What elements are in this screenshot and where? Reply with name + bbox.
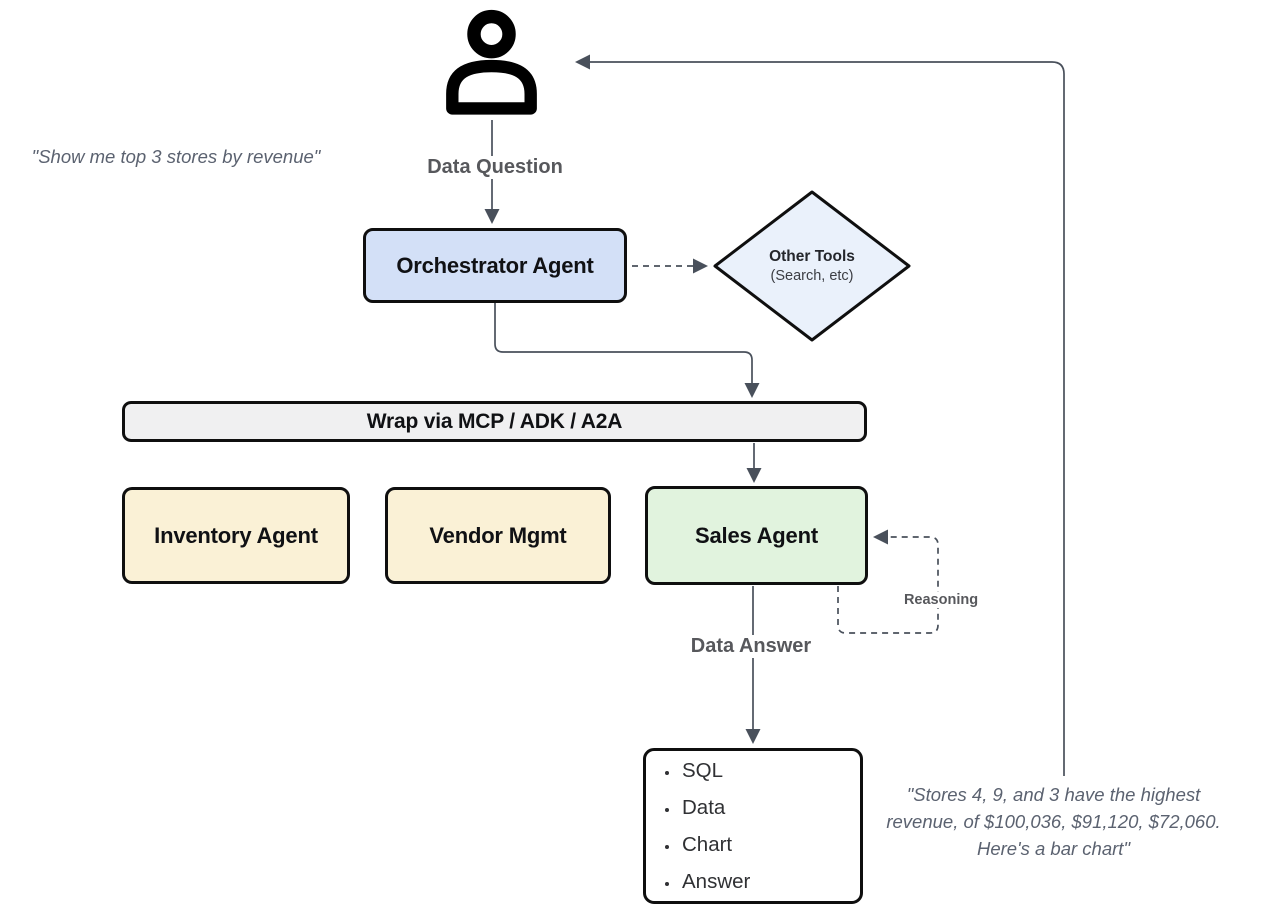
other-tools-subtitle: (Search, etc) xyxy=(770,268,854,284)
other-tools-diamond-shape xyxy=(713,190,911,342)
user-question-quote: "Show me top 3 stores by revenue" xyxy=(31,146,321,167)
sales-agent-label: Sales Agent xyxy=(695,522,818,548)
answer-quote-line: revenue, of $100,036, $91,120, $72,060. xyxy=(886,811,1221,832)
orchestrator-agent-node: Orchestrator Agent xyxy=(363,228,627,303)
output-item-answer: Answer xyxy=(680,863,750,900)
person-icon xyxy=(442,8,541,118)
reasoning-label: Reasoning xyxy=(897,592,985,608)
answer-quote: "Stores 4, 9, and 3 have the highest rev… xyxy=(855,781,1252,862)
other-tools-title: Other Tools xyxy=(769,248,855,265)
inventory-agent-label: Inventory Agent xyxy=(154,522,318,548)
data-question-label: Data Question xyxy=(421,156,569,179)
output-list: SQL Data Chart Answer xyxy=(646,752,750,900)
data-answer-label: Data Answer xyxy=(684,635,818,658)
wrap-via-mcp-bar: Wrap via MCP / ADK / A2A xyxy=(122,401,867,442)
output-item-data: Data xyxy=(680,789,750,826)
vendor-mgmt-node: Vendor Mgmt xyxy=(385,487,611,584)
orchestrator-agent-label: Orchestrator Agent xyxy=(396,252,594,278)
answer-quote-line: Here's a bar chart" xyxy=(976,838,1131,859)
inventory-agent-node: Inventory Agent xyxy=(122,487,350,584)
output-item-sql: SQL xyxy=(680,752,750,789)
vendor-mgmt-label: Vendor Mgmt xyxy=(429,522,567,548)
other-tools-node: Other Tools (Search, etc) xyxy=(713,190,911,342)
wrap-bar-label: Wrap via MCP / ADK / A2A xyxy=(366,409,623,433)
sales-agent-node: Sales Agent xyxy=(645,486,868,585)
output-item-chart: Chart xyxy=(680,826,750,863)
output-results-box: SQL Data Chart Answer xyxy=(643,748,863,904)
answer-quote-line: "Stores 4, 9, and 3 have the highest xyxy=(906,784,1201,805)
